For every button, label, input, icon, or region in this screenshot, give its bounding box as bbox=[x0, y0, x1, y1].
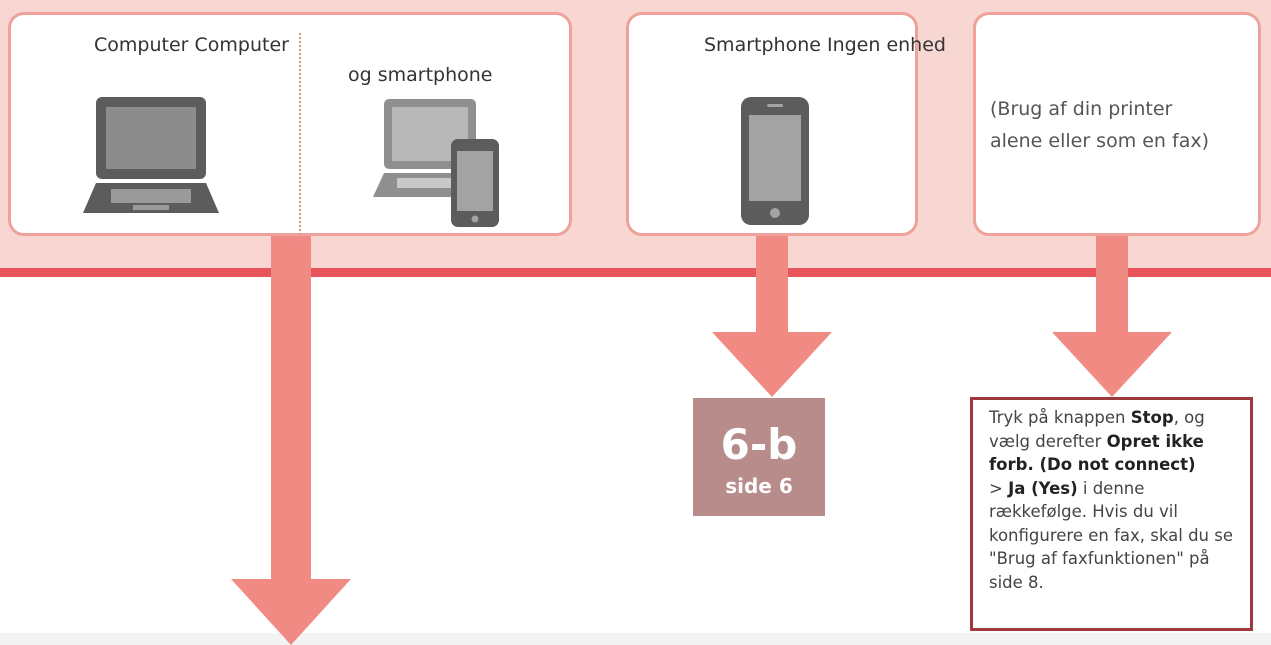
laptop-smartphone-icon bbox=[373, 99, 499, 227]
separator-line bbox=[0, 268, 1271, 277]
instruction-text: > bbox=[989, 478, 1009, 498]
option-card-no-device[interactable]: (Brug af din printer alene eller som en … bbox=[973, 12, 1261, 236]
instruction-text: Tryk på knappen bbox=[989, 408, 1131, 427]
instruction-text: i denne rækkefølge. Hvis du vil konfigur… bbox=[989, 478, 1233, 592]
option-label-smartphone: Smartphone Ingen enhed bbox=[704, 34, 946, 56]
arrow-down-long bbox=[231, 232, 351, 645]
option-label-computer-smartphone: og smartphone bbox=[348, 64, 493, 86]
stop-button-name: Stop bbox=[1130, 408, 1174, 427]
option-card-smartphone[interactable]: Smartphone Ingen enhed bbox=[626, 12, 946, 236]
instruction-box: Tryk på knappen Stop, og vælg derefter O… bbox=[970, 397, 1253, 631]
no-device-description-line1: (Brug af din printer bbox=[990, 98, 1173, 120]
bottom-strip bbox=[0, 633, 1271, 645]
smartphone-icon bbox=[741, 97, 809, 225]
option-label-computer: Computer Computer bbox=[94, 34, 289, 56]
instruction-text: , og vælg derefter bbox=[989, 408, 1205, 451]
reference-number: 6-b bbox=[720, 420, 798, 469]
reference-page: side 6 bbox=[725, 474, 793, 498]
no-device-description-line2: alene eller som en fax) bbox=[990, 130, 1210, 152]
option-card-computer[interactable]: Computer Computer og smartphone bbox=[8, 12, 572, 247]
arrow-down-smartphone bbox=[712, 232, 832, 397]
do-not-connect-option: Opret ikke forb. (Do not connect) bbox=[989, 431, 1204, 475]
laptop-icon bbox=[83, 97, 219, 213]
card-divider bbox=[299, 33, 301, 247]
yes-option: Ja (Yes) bbox=[1008, 478, 1078, 498]
page-reference-box[interactable]: 6-b side 6 bbox=[693, 398, 825, 516]
arrow-down-no-device bbox=[1052, 232, 1172, 397]
